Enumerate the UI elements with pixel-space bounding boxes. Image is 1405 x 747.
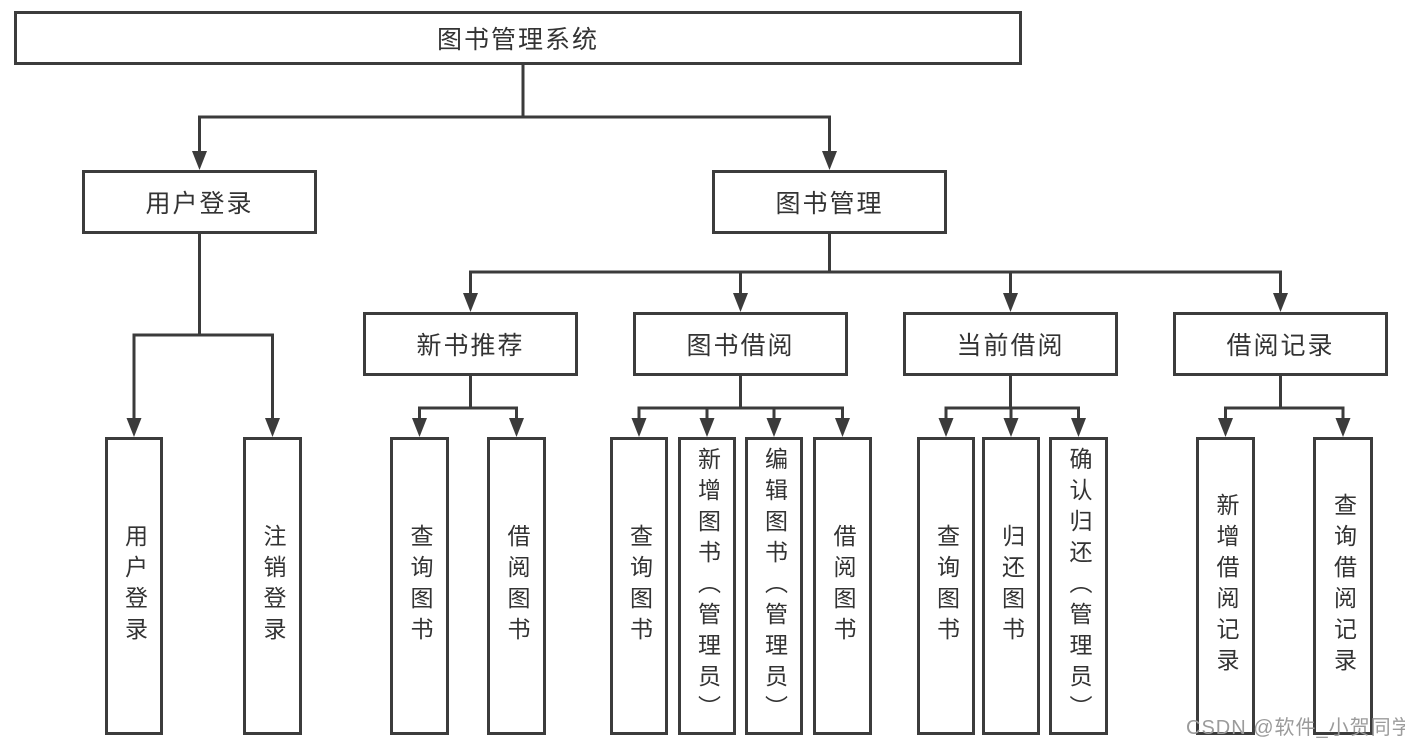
node-label: 图书管理系统 [436,26,599,54]
leaf-add-borrow-record: 新增借阅记录 [1196,437,1255,735]
leaf-borrow-books-recommend: 借阅图书 [487,437,546,735]
node-current-borrowing: 当前借阅 [903,312,1118,376]
leaf-edit-book-admin: 编辑图书（管理员） [745,437,803,735]
node-label: 查询图书 [933,524,960,648]
node-label: 新增图书（管理员） [694,446,721,726]
node-label: 查询图书 [626,524,653,648]
watermark: CSDN @软件_小贺同学 [1186,717,1405,739]
leaf-query-books-current: 查询图书 [917,437,975,735]
node-label: 图书借阅 [686,332,795,360]
node-label: 编辑图书（管理员） [761,446,788,726]
node-label: 确认归还（管理员） [1066,446,1092,726]
leaf-return-books: 归还图书 [982,437,1040,735]
leaf-query-books-borrowing: 查询图书 [610,437,668,735]
node-label: 用户登录 [145,190,254,218]
leaf-user-login: 用户登录 [105,437,163,735]
node-new-book-recommend: 新书推荐 [363,312,578,376]
node-user-login: 用户登录 [82,170,317,234]
node-library-management-system: 图书管理系统 [14,11,1022,65]
node-label: 借阅记录 [1226,332,1335,360]
node-label: 当前借阅 [956,332,1065,360]
node-label: 归还图书 [998,524,1025,648]
leaf-add-book-admin: 新增图书（管理员） [678,437,736,735]
node-label: 查询图书 [407,524,433,648]
node-label: 图书管理 [775,190,884,218]
node-label: 新增借阅记录 [1213,493,1239,679]
leaf-confirm-return-admin: 确认归还（管理员） [1049,437,1108,735]
node-borrowing-records: 借阅记录 [1173,312,1388,376]
node-book-borrowing: 图书借阅 [633,312,848,376]
node-label: 用户登录 [121,524,148,648]
leaf-borrow-books-borrowing: 借阅图书 [813,437,872,735]
node-label: 查询借阅记录 [1330,493,1357,679]
leaf-query-borrow-record: 查询借阅记录 [1313,437,1373,735]
node-label: 新书推荐 [416,332,525,360]
leaf-logout: 注销登录 [243,437,302,735]
node-book-management: 图书管理 [712,170,947,234]
node-label: 借阅图书 [504,524,530,648]
node-label: 借阅图书 [830,524,856,648]
node-label: 注销登录 [260,524,286,648]
leaf-query-books-recommend: 查询图书 [390,437,449,735]
